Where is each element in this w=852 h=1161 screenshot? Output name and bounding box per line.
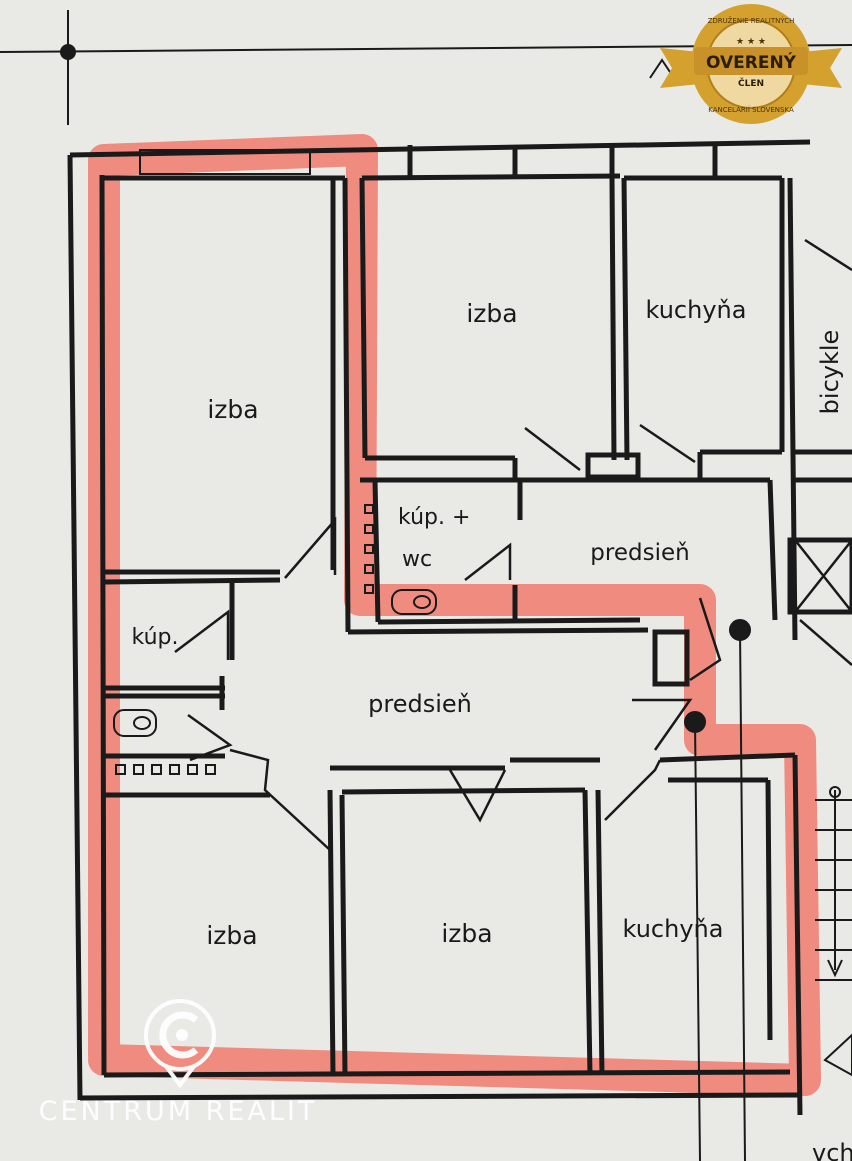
watermark-logo-c <box>159 1011 199 1059</box>
fixtures <box>113 504 437 775</box>
room-label-bicykle: bicykle <box>816 330 844 415</box>
room-label-vch: vch <box>812 1139 852 1161</box>
watermark-logo-dot <box>176 1029 188 1041</box>
grid-axis-dots <box>684 619 751 1161</box>
room-label-kupelna-wc-1: kúp. + <box>398 505 470 530</box>
door-swings <box>174 238 852 851</box>
staircase <box>815 786 852 1077</box>
watermark-text: CENTRUM REALIT <box>39 1096 318 1127</box>
watermark-logo-pin <box>163 1063 197 1089</box>
badge-ribbon-left <box>660 48 700 88</box>
badge-main-band <box>694 47 808 75</box>
badge-sub-text: ČLEN <box>738 77 764 89</box>
room-label-izba-bottom-left: izba <box>206 921 257 950</box>
room-label-kuchyna-top: kuchyňa <box>646 296 747 324</box>
room-label-kuchyna-bottom: kuchyňa <box>623 915 724 943</box>
room-label-izba-bottom-middle: izba <box>441 919 492 948</box>
room-label-izba-top-middle: izba <box>466 299 517 328</box>
room-label-izba-top-left: izba <box>207 395 258 424</box>
badge-top-text: ZDRUŽENIE REALITNÝCH <box>708 16 795 25</box>
room-label-kupelna-wc-2: wc <box>402 547 432 572</box>
room-labels: izba izba kuchyňa bicykle kúp. + wc pred… <box>132 296 852 1161</box>
badge-stars: ★ ★ ★ <box>736 37 766 47</box>
watermark-logo-ring <box>144 999 216 1071</box>
badge-bottom-text: KANCELÁRIÍ SLOVENSKA <box>708 105 794 114</box>
walls <box>67 139 852 1116</box>
centrum-realit-watermark: CENTRUM REALIT <box>39 999 318 1127</box>
verified-member-badge: ZDRUŽENIE REALITNÝCH ★ ★ ★ OVERENÝ ČLEN … <box>660 4 842 124</box>
badge-main-text: OVERENÝ <box>706 51 797 73</box>
room-label-predsien-upper: predsieň <box>590 540 689 566</box>
room-label-kup-left: kúp. <box>132 625 179 650</box>
badge-ribbon-right <box>802 48 842 88</box>
room-label-predsien-center: predsieň <box>368 690 472 718</box>
